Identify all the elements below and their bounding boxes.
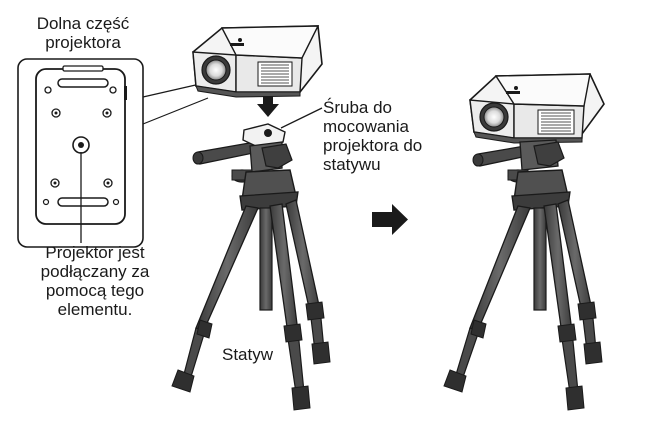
projector-detached	[192, 25, 323, 98]
screw-pointer-line	[280, 107, 323, 129]
tripod-right-with-projector	[443, 73, 605, 411]
right-arrow-icon	[372, 204, 408, 235]
down-arrow-icon	[257, 96, 279, 117]
bottom-inset-panel	[17, 58, 209, 248]
tripod-label: Statyw	[222, 345, 274, 364]
tripod-left	[171, 123, 331, 411]
